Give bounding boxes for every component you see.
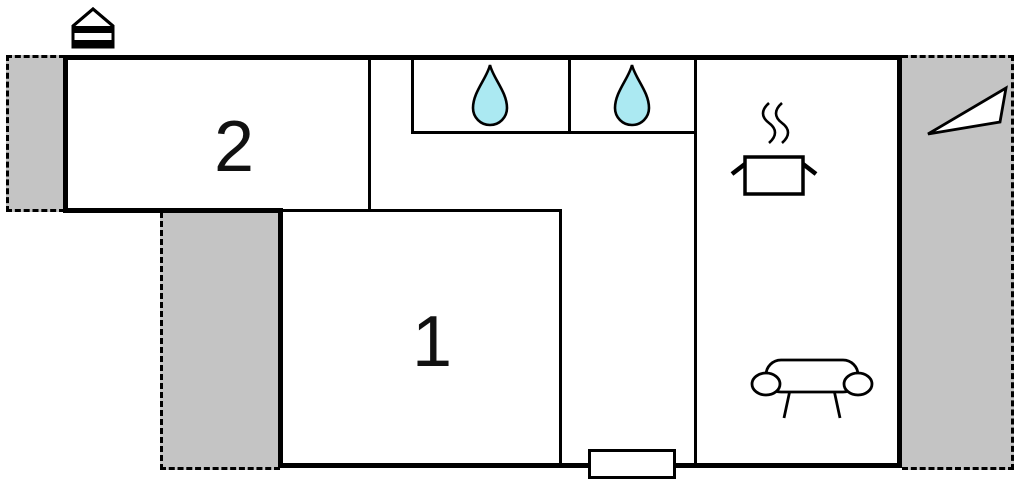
- direction-triangle-icon: [922, 80, 1014, 140]
- wall-left: [63, 55, 68, 213]
- room-2-label: 2: [213, 107, 255, 187]
- wall-room1-left: [278, 208, 283, 468]
- chimney-icon: [70, 6, 116, 50]
- terrace-left: [6, 55, 65, 212]
- wall-room1-top: [281, 209, 562, 212]
- water-drop-icon: [612, 62, 652, 128]
- water-drop-icon: [470, 62, 510, 128]
- wall-room1-right: [559, 209, 562, 466]
- wall-top: [63, 55, 902, 60]
- terrace-bottom-left: [160, 212, 280, 470]
- sofa-icon: [750, 346, 874, 430]
- wall-washroom-bottom: [411, 131, 697, 134]
- entrance-door: [588, 449, 676, 479]
- wall-room2-right: [368, 57, 371, 212]
- wall-right: [897, 55, 902, 468]
- wall-washroom-divider: [568, 58, 571, 133]
- room-1-label: 1: [411, 302, 453, 382]
- pot-with-steam-icon: [728, 100, 820, 200]
- wall-kitchen: [694, 58, 697, 466]
- wall-room2-bottom: [63, 208, 283, 213]
- wall-washroom-left: [411, 58, 414, 134]
